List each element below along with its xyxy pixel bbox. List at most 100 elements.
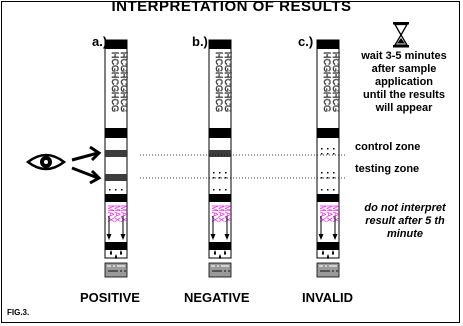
- strip-dot: [327, 189, 329, 191]
- strip-brand-text: HCGHCGHCG: [110, 52, 120, 112]
- strip-b-label: b.): [192, 34, 208, 49]
- pad-speckle: [218, 270, 220, 272]
- strip-dot: [219, 172, 221, 174]
- strip-dot: [109, 189, 111, 191]
- strip-dot: [327, 153, 329, 155]
- eye-arrows: [71, 145, 102, 185]
- pad-speckle: [213, 265, 215, 267]
- pad-speckle: [109, 265, 111, 267]
- strip-dot: [327, 177, 329, 179]
- strip-brand-text: HCGHCGHCG: [214, 52, 224, 112]
- strip-bottom-band: [105, 242, 127, 250]
- strip-bottom-band: [317, 242, 339, 250]
- pad-speckle: [332, 270, 334, 272]
- strip-dot: [321, 177, 323, 179]
- strip-brand-text: HCGHCGHCG: [331, 52, 341, 112]
- pad-speckle: [335, 265, 337, 267]
- strip-dot: [333, 172, 335, 174]
- wait-note-line: wait 3-5 minutes: [361, 50, 447, 62]
- test-line: [105, 174, 127, 181]
- max-line-text: MAX: [331, 205, 340, 223]
- drop-icon: [115, 254, 117, 259]
- strip-dot: [333, 177, 335, 179]
- strip-dot: [321, 148, 323, 150]
- warning-note-line: do not interpret: [364, 202, 446, 214]
- warning-note-line: result after 5 th: [365, 215, 445, 227]
- max-line-text: MAX: [325, 205, 334, 223]
- pad-speckle: [212, 270, 214, 272]
- wait-note: wait 3-5 minutes after sample applicatio…: [345, 50, 463, 115]
- pad-speckle: [124, 270, 126, 272]
- pad-speckle: [119, 265, 121, 267]
- pad-speckle: [113, 265, 115, 267]
- strip-window-top-band: [209, 128, 231, 138]
- strip-dot: [333, 148, 335, 150]
- pad-speckle: [114, 270, 116, 272]
- drop-icon: [120, 250, 122, 255]
- pad-speckle: [224, 270, 226, 272]
- max-line-text: MAX: [223, 205, 232, 223]
- pad-speckle: [217, 265, 219, 267]
- max-line-text: MAX: [119, 205, 128, 223]
- pad-speckle: [225, 265, 227, 267]
- pad-speckle: [110, 270, 112, 272]
- strip-dot: [213, 189, 215, 191]
- strip-dot: [333, 189, 335, 191]
- wait-note-line: application: [374, 76, 434, 88]
- strip-dot: [225, 189, 227, 191]
- strip-dot: [333, 153, 335, 155]
- strip-dot: [327, 172, 329, 174]
- strip-dot: [213, 177, 215, 179]
- strip-dot: [219, 189, 221, 191]
- figure-frame: [1, 1, 460, 323]
- eye-icon: [25, 153, 67, 171]
- figure-label: FIG.3.: [7, 308, 30, 317]
- pad-speckle: [221, 265, 223, 267]
- pad-speckle: [214, 270, 216, 272]
- strip-window-top-band: [317, 128, 339, 138]
- strip-brand-text: HCGHCGHCG: [119, 52, 129, 112]
- control-zone-label: control zone: [355, 141, 421, 153]
- strip-lower-band: [209, 194, 231, 202]
- pad-speckle: [108, 270, 110, 272]
- strip-top-band: [105, 40, 127, 49]
- warning-note: do not interpret result after 5 th minut…: [350, 202, 460, 241]
- pad-speckle: [121, 265, 123, 267]
- strip-brand-text: HCGHCGHCG: [322, 52, 332, 112]
- wait-note-line: after sample: [371, 63, 437, 75]
- warning-note-line: minute: [386, 228, 424, 240]
- pad-speckle: [211, 265, 213, 267]
- pad-speckle: [331, 265, 333, 267]
- pad-speckle: [326, 270, 328, 272]
- max-line-text: MAX: [318, 205, 327, 223]
- drop-icon: [332, 250, 334, 255]
- pad-speckle: [320, 270, 322, 272]
- result-invalid-label: INVALID: [302, 290, 354, 305]
- strip-window-top-band: [105, 128, 127, 138]
- wait-note-line: until the results: [363, 89, 445, 101]
- drop-icon: [214, 250, 216, 255]
- pad-speckle: [324, 270, 326, 272]
- pad-speckle: [216, 270, 218, 272]
- flow-arrow-head: [318, 234, 324, 240]
- strip-lower-band: [317, 194, 339, 202]
- drop-icon: [110, 250, 112, 255]
- max-line-text: MAX: [113, 205, 122, 223]
- pad-speckle: [319, 265, 321, 267]
- flow-arrow-head: [332, 234, 338, 240]
- flow-arrow-head: [210, 234, 216, 240]
- pad-speckle: [120, 270, 122, 272]
- strip-dot: [115, 189, 117, 191]
- strip-dot: [225, 172, 227, 174]
- flow-arrow-head: [106, 234, 112, 240]
- result-positive-label: POSITIVE: [80, 290, 140, 305]
- control-line: [209, 150, 231, 157]
- drop-icon: [224, 250, 226, 255]
- strip-top-band: [209, 40, 231, 49]
- pad-speckle: [325, 265, 327, 267]
- control-line: [105, 150, 127, 157]
- pad-speckle: [117, 265, 119, 267]
- strip-dot: [219, 177, 221, 179]
- flow-arrow-head: [224, 234, 230, 240]
- pad-speckle: [321, 265, 323, 267]
